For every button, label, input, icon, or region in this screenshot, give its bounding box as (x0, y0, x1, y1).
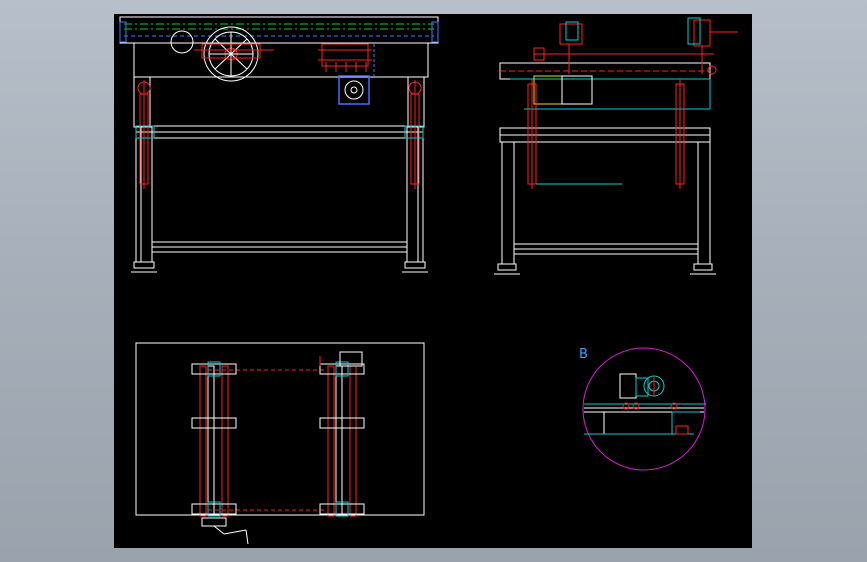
motor-box (338, 75, 370, 105)
cad-drawing-canvas[interactable]: B (114, 14, 752, 548)
detail-view-b (582, 347, 706, 471)
front-legs (131, 76, 428, 273)
cad-drawing (119, 16, 738, 545)
top-view (135, 342, 425, 545)
handwheel-front (194, 26, 274, 82)
detail-b-label: B (579, 347, 588, 362)
side-view (494, 17, 738, 275)
side-motor (533, 75, 563, 105)
front-view (119, 16, 439, 273)
